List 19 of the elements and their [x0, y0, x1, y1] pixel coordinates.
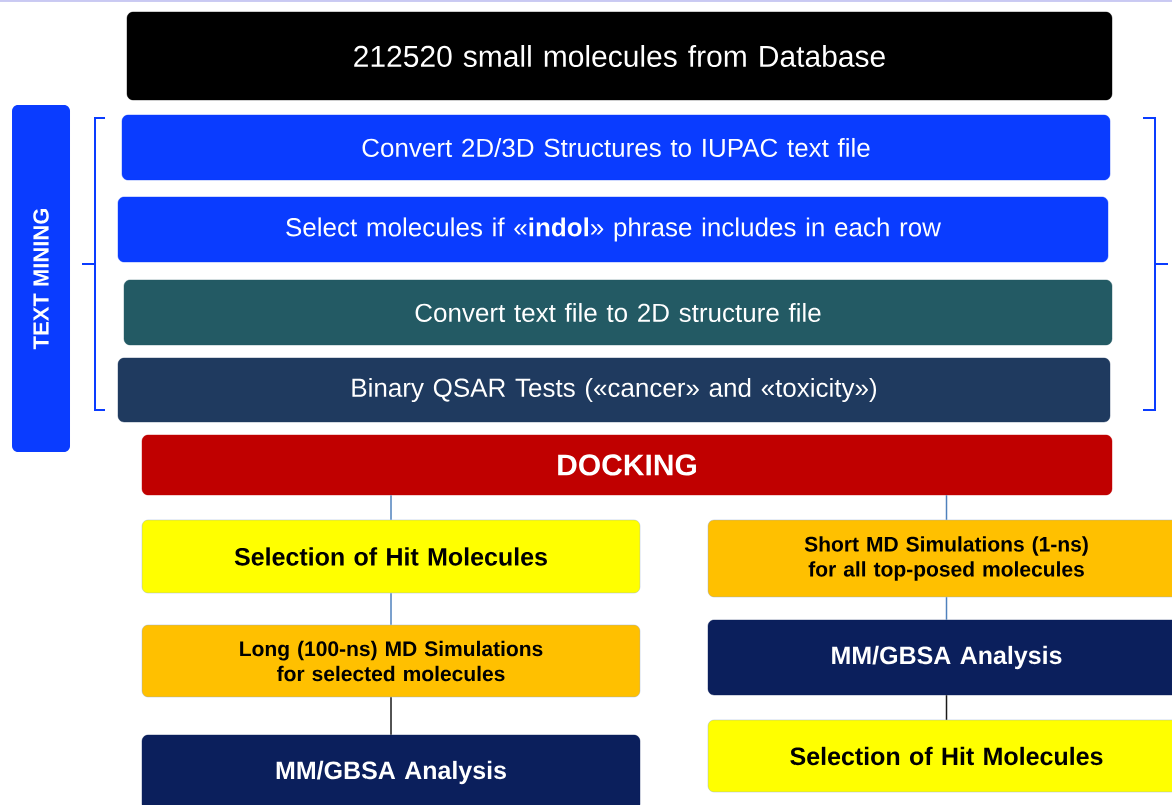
process-box: MM/GBSA Analysis: [707, 619, 1172, 696]
process-box: Short MD Simulations (1-ns) for all top-posed molecules: [707, 519, 1172, 598]
database-box: 212520 small molecules from Database: [126, 11, 1113, 101]
connector-line: [390, 592, 392, 626]
process-box: Selection of Hit Molecules: [707, 719, 1172, 793]
connector-line: [945, 494, 948, 521]
process-box: Long (100-ns) MD Simulations for selected molecules: [141, 624, 641, 698]
connector-line: [390, 696, 392, 736]
process-box: Selection of Hit Molecules: [141, 519, 641, 594]
text-mining-bar: TEXT MINING: [12, 105, 70, 452]
process-box: Binary QSAR Tests («cancer» and «toxicity»): [117, 357, 1111, 423]
process-box: Convert text file to 2D structure file: [123, 279, 1113, 346]
docking-box: DOCKING: [141, 434, 1113, 496]
process-box: MM/GBSA Analysis: [141, 734, 641, 805]
connector-line: [945, 596, 948, 621]
process-box: Select molecules if «indol» phrase includes in each row: [117, 196, 1109, 263]
process-box: Convert 2D/3D Structures to IUPAC text file: [121, 114, 1111, 181]
connector-line: [390, 494, 392, 521]
connector-line: [945, 694, 948, 721]
